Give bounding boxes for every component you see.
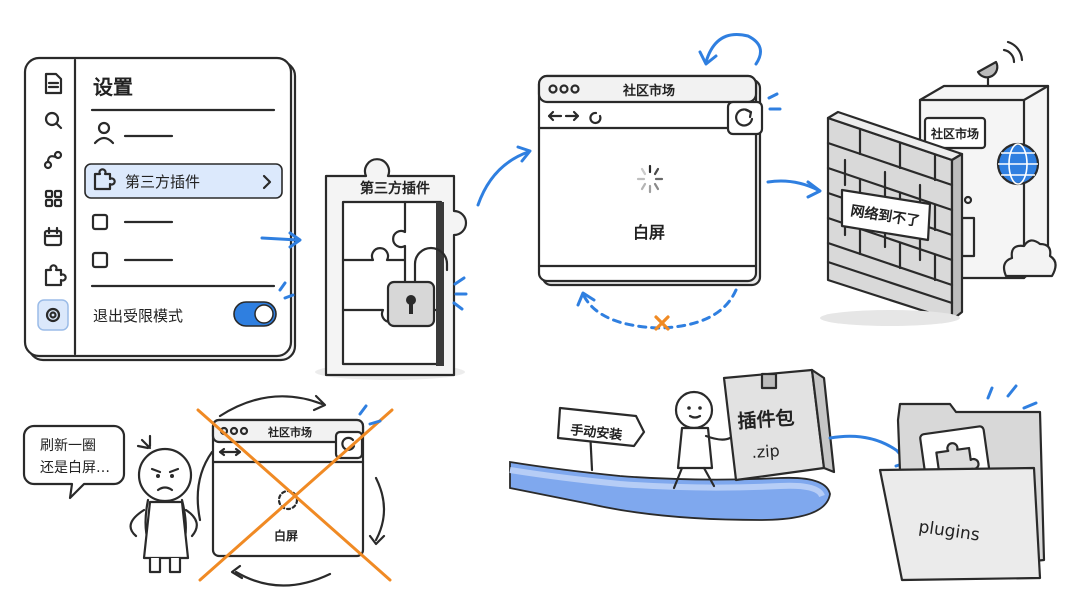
- puzzle-icon[interactable]: [44, 264, 67, 287]
- third-party-plugins-item[interactable]: 第三方插件: [84, 163, 283, 199]
- path-road: [509, 460, 831, 521]
- walking-person: [672, 390, 732, 490]
- small-refresh-button[interactable]: [334, 430, 364, 460]
- open-padlock-icon: [386, 246, 449, 328]
- arrow-to-market: [476, 145, 532, 207]
- signpost: 手动安装: [556, 406, 646, 472]
- signpost-text: 手动安装: [570, 422, 623, 443]
- door-sign: 第三方插件: [360, 180, 430, 197]
- antenna-icon: [976, 40, 1024, 88]
- calendar-icon[interactable]: [43, 226, 63, 247]
- plugins-folder: plugins: [878, 384, 1046, 582]
- white-screen-text: 白屏: [633, 223, 665, 242]
- marketplace-title: 社区市场: [622, 83, 675, 99]
- marketplace-window: 社区市场 白屏: [537, 74, 782, 287]
- small-browser-window: 社区市场 白屏: [196, 394, 394, 587]
- anger-icon: [136, 434, 152, 450]
- box-label: 插件包: [737, 406, 795, 433]
- failed-retry-arrow: [576, 288, 738, 331]
- plugins-item-label: 第三方插件: [125, 173, 200, 191]
- frustrated-person: [129, 434, 198, 574]
- plugin-package-box: 插件包 .zip: [722, 368, 836, 482]
- globe-icon: [996, 142, 1040, 186]
- file-icon[interactable]: [44, 72, 63, 95]
- loading-spinner-icon: [636, 164, 664, 194]
- toggle-spark: [278, 281, 295, 300]
- arrow-to-door: [260, 231, 302, 249]
- restricted-mode-toggle[interactable]: [233, 301, 277, 327]
- puzzle-icon: [93, 168, 116, 191]
- refresh-loop-arrow: [698, 33, 762, 66]
- account-row[interactable]: [93, 121, 174, 145]
- brick-wall: 网络到不了: [820, 110, 964, 326]
- branch-icon[interactable]: [43, 150, 63, 170]
- nav-arrows-icon[interactable]: [547, 110, 602, 125]
- wall-sign: 网络到不了: [840, 188, 932, 242]
- search-icon[interactable]: [44, 111, 63, 130]
- arrow-to-folder: [828, 434, 910, 468]
- speech-line-2: 还是白屏…: [40, 460, 110, 476]
- box-extension: .zip: [751, 441, 780, 462]
- settings-title: 设置: [93, 75, 133, 99]
- arrow-to-wall: [766, 179, 822, 199]
- gear-icon-active[interactable]: [37, 299, 69, 331]
- refresh-button[interactable]: [726, 100, 764, 136]
- chevron-right-icon: [262, 174, 272, 190]
- placeholder-row-1: [91, 213, 174, 231]
- cross-icon: [654, 315, 670, 331]
- grid-icon[interactable]: [44, 189, 63, 208]
- small-white-screen-text: 白屏: [274, 528, 298, 543]
- server-label: 社区市场: [930, 126, 979, 141]
- placeholder-row-2: [91, 251, 174, 269]
- settings-panel: 设置 第三方插件 退出受限模式: [23, 56, 297, 362]
- small-window-title: 社区市场: [267, 425, 312, 439]
- speech-bubble: 刷新一圈 还是白屏…: [22, 424, 126, 500]
- bush: [1002, 239, 1057, 278]
- restricted-mode-label: 退出受限模式: [93, 307, 183, 325]
- plugin-door: 第三方插件: [315, 158, 468, 380]
- speech-line-1: 刷新一圈: [40, 438, 96, 454]
